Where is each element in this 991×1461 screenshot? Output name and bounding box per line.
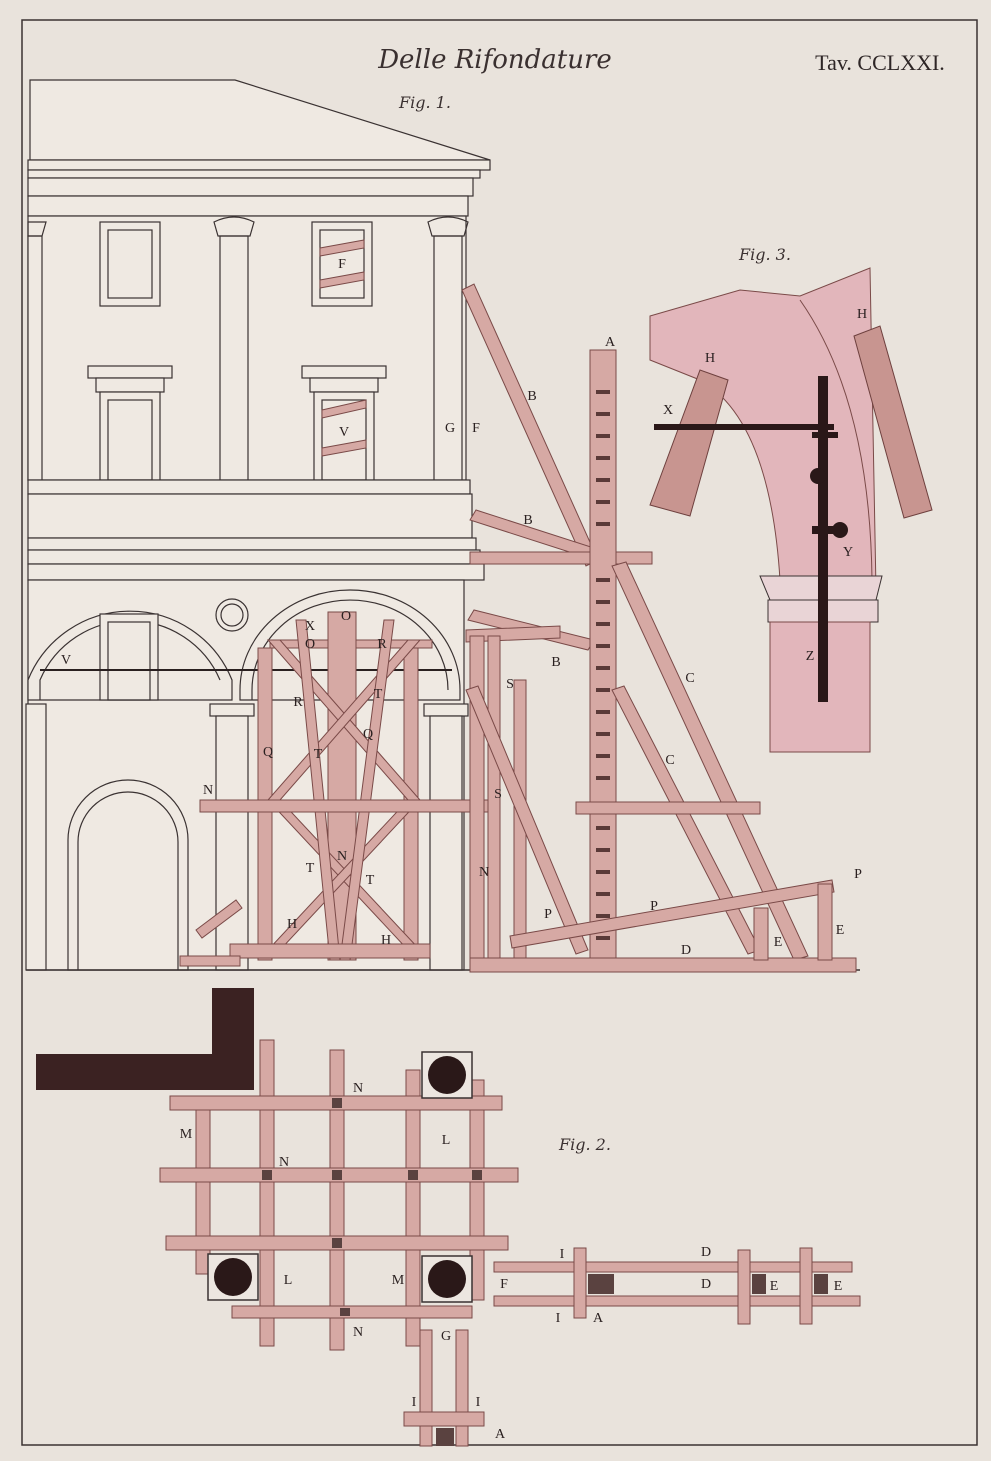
- iron-strap-Z: [818, 376, 828, 702]
- label-T4: T: [366, 873, 375, 888]
- label-H1: P: [544, 907, 552, 922]
- label-H2: H: [287, 917, 297, 932]
- label-Q2: Q: [363, 727, 373, 742]
- plate-border: [21, 19, 978, 1446]
- fig2-label-I2: I: [556, 1311, 561, 1326]
- window-middle-left: [99, 391, 161, 481]
- fig2-label-A1: A: [593, 1311, 604, 1326]
- label-O2: O: [341, 609, 351, 624]
- fig1-arch-centering: [179, 611, 501, 967]
- fig2-label-N3: N: [353, 1325, 363, 1340]
- label-N1: Q: [263, 745, 273, 760]
- label-P2: P: [650, 899, 658, 914]
- label-T2: T: [374, 687, 383, 702]
- fig3-label-H2: H: [857, 307, 867, 322]
- fig2-label-L1: L: [442, 1133, 451, 1148]
- window-upper-left: [99, 221, 161, 307]
- iron-bar-X: [654, 424, 834, 430]
- balcony-band: [27, 493, 473, 539]
- label-T3: T: [306, 861, 315, 876]
- transverse-beam-S: [199, 799, 501, 813]
- fig2-label-D2: D: [701, 1277, 711, 1292]
- label-O1: X: [305, 619, 315, 634]
- doorway: [67, 779, 189, 971]
- label-S1: N: [203, 783, 213, 798]
- fig2-label-I4: I: [476, 1395, 481, 1410]
- raking-shore-C: [611, 561, 809, 961]
- label-R1: O: [305, 637, 315, 652]
- pile: [428, 1056, 466, 1094]
- label-E1: E: [774, 935, 783, 950]
- label-F: F: [472, 421, 480, 436]
- shore-H-left: [649, 369, 729, 517]
- window-upper-right: [311, 221, 373, 307]
- fig1-shoring-tower: [461, 283, 857, 973]
- plate-title: Delle Rifondature: [377, 45, 612, 75]
- label-P1: S: [506, 677, 514, 692]
- vertical-post-A: [589, 349, 617, 961]
- label-C2: C: [665, 753, 674, 768]
- label-C1: C: [685, 671, 694, 686]
- capital: [213, 216, 255, 237]
- fig3-labels: H H X Y Z: [663, 307, 867, 664]
- fig2-labels: M M N N N L L G I I I I A A D D E E F: [180, 1081, 843, 1442]
- fig2-label-N2: N: [279, 1155, 289, 1170]
- label-S2: S: [494, 787, 502, 802]
- fig1-caption: Fig. 1.: [398, 93, 451, 112]
- label-M: H: [381, 933, 391, 948]
- fig2-label-L2: L: [284, 1273, 293, 1288]
- fig2-label-G: G: [441, 1329, 451, 1344]
- fig3-caption: Fig. 3.: [738, 245, 791, 264]
- ground-sill-D: [469, 957, 857, 973]
- label-A: A: [605, 335, 616, 350]
- label-R2: R: [377, 637, 387, 652]
- fig2-label-E1: E: [770, 1279, 779, 1294]
- fig1-labels: A B B B C C D E E G F X O O R R T T T T …: [203, 335, 862, 958]
- fig3-label-X: X: [663, 403, 673, 418]
- fig2-label-D1: D: [701, 1245, 711, 1260]
- label-N3: N: [479, 865, 489, 880]
- label-E2: E: [836, 923, 845, 938]
- label-G: G: [445, 421, 455, 436]
- fig2-caption: Fig. 2.: [558, 1135, 611, 1154]
- existing-wall-section: [36, 988, 254, 1090]
- wedge-E: [817, 883, 833, 961]
- label-N2: N: [337, 849, 347, 864]
- label-B2: B: [523, 513, 532, 528]
- fig2-label-M2: M: [392, 1273, 405, 1288]
- cornice-top: [27, 159, 491, 171]
- fig1-building: F V: [25, 79, 860, 971]
- lever-P: [509, 879, 835, 949]
- fig2-label-N1: N: [353, 1081, 363, 1096]
- fig2-label-E2: E: [834, 1279, 843, 1294]
- fig2-label-F: F: [500, 1277, 508, 1292]
- shore-H-right: [853, 325, 933, 519]
- label-V2: V: [339, 425, 349, 440]
- label-V1: F: [338, 257, 346, 272]
- label-X: V: [61, 653, 71, 668]
- ladder-rungs: [596, 390, 610, 940]
- fig2-label-I3: I: [412, 1395, 417, 1410]
- label-D: D: [681, 943, 691, 958]
- column-ground: [215, 715, 249, 971]
- fig2-label-M1: M: [180, 1127, 193, 1142]
- label-B3: B: [551, 655, 560, 670]
- fig2-label-A2: A: [495, 1427, 506, 1442]
- fig2-label-I1: I: [560, 1247, 565, 1262]
- fig3-label-Z: Z: [806, 649, 815, 664]
- shore-H: [465, 685, 589, 955]
- fig3-label-Y: Y: [843, 545, 853, 560]
- label-T1: R: [293, 695, 303, 710]
- pilaster-upper: [219, 235, 249, 481]
- fig3-arch-detail: [649, 267, 933, 753]
- plate-number: Tav. CCLXXI.: [815, 50, 945, 75]
- sill-beam-M: [229, 943, 431, 959]
- label-P3: P: [854, 867, 862, 882]
- fig2-plan: [36, 988, 861, 1447]
- label-Q1: T: [314, 747, 323, 762]
- label-B1: B: [527, 389, 536, 404]
- fig3-label-H1: H: [705, 351, 715, 366]
